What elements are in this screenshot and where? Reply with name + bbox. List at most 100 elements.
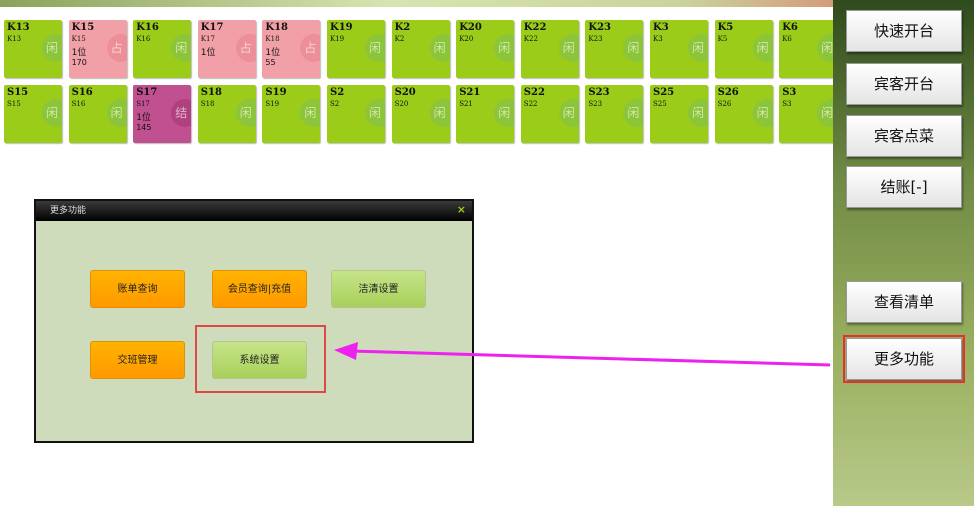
status-badge-icon: 占 — [106, 34, 127, 62]
table-code: K13 — [7, 35, 22, 43]
table-name: S15 — [7, 87, 29, 98]
checkout-button[interactable]: 结账[-] — [846, 166, 962, 208]
people-count: 1位 — [136, 113, 151, 123]
status-badge-icon: 闲 — [558, 34, 579, 62]
status-badge-icon: 闲 — [42, 99, 62, 127]
table-name: S22 — [523, 87, 545, 98]
table-name: K20 — [459, 22, 482, 33]
table-code: S26 — [717, 100, 732, 108]
table-name: S3 — [782, 87, 797, 98]
table-name: S23 — [588, 87, 610, 98]
table-name: K13 — [7, 22, 30, 33]
table-name: S20 — [394, 87, 416, 98]
table-name: S26 — [717, 87, 739, 98]
table-code: K19 — [330, 35, 345, 43]
table-code: S22 — [523, 100, 538, 108]
table-code: K2 — [394, 35, 405, 43]
table-code: K16 — [136, 35, 151, 43]
dialog-title: 更多功能 — [36, 201, 472, 221]
amount: 170 — [71, 58, 87, 67]
status-badge-icon: 闲 — [752, 34, 773, 62]
status-badge-icon: 闲 — [42, 34, 62, 62]
table-name: S16 — [71, 87, 93, 98]
table-code: K15 — [71, 35, 86, 43]
table-name: K18 — [265, 22, 288, 33]
table-code: K5 — [717, 35, 728, 43]
table-code: S20 — [394, 100, 409, 108]
status-badge-icon: 闲 — [429, 34, 450, 62]
status-badge-icon: 闲 — [235, 99, 256, 127]
top-banner — [0, 0, 974, 7]
status-badge-icon: 闲 — [106, 99, 127, 127]
table-name: K16 — [136, 22, 159, 33]
system-settings-button[interactable]: 系统设置 — [212, 341, 307, 379]
status-badge-icon: 闲 — [623, 99, 644, 127]
people-count: 1位 — [71, 48, 87, 58]
member-query-button[interactable]: 会员查询|充值 — [212, 270, 307, 308]
table-code: S25 — [653, 100, 667, 108]
sidebar: 快速开台 宾客开台 宾客点菜 结账[-] 查看清单 更多功能 — [833, 0, 974, 506]
table-name: S17 — [136, 87, 158, 98]
table-code: S2 — [330, 100, 340, 108]
status-badge-icon: 闲 — [817, 99, 838, 127]
view-list-button[interactable]: 查看清单 — [846, 281, 962, 323]
table-code: K17 — [200, 35, 215, 43]
table-code: S18 — [200, 100, 215, 108]
table-code: S15 — [7, 100, 21, 108]
guest-open-button[interactable]: 宾客开台 — [846, 63, 962, 105]
status-badge-icon: 闲 — [558, 99, 579, 127]
quick-open-button[interactable]: 快速开台 — [846, 10, 962, 52]
clean-settings-button[interactable]: 洁清设置 — [331, 270, 426, 308]
close-icon[interactable]: × — [456, 203, 466, 216]
guest-order-button[interactable]: 宾客点菜 — [846, 115, 962, 157]
table-code: S3 — [782, 100, 792, 108]
table-name: K2 — [394, 22, 411, 33]
table-name: S2 — [330, 87, 345, 98]
bill-query-button[interactable]: 账单查询 — [90, 270, 185, 308]
table-name: K22 — [523, 22, 547, 33]
amount: 55 — [265, 58, 276, 67]
status-badge-icon: 闲 — [817, 34, 838, 62]
more-functions-button[interactable]: 更多功能 — [843, 335, 965, 383]
table-code: K23 — [588, 35, 603, 43]
status-badge-icon: 闲 — [494, 34, 515, 62]
table-name: S25 — [653, 87, 675, 98]
table-code: S16 — [71, 100, 86, 108]
table-name: K19 — [330, 22, 353, 33]
status-badge-icon: 闲 — [300, 99, 321, 127]
shift-management-button[interactable]: 交班管理 — [90, 341, 185, 379]
table-code: K22 — [523, 35, 538, 43]
amount: 145 — [136, 123, 152, 132]
status-badge-icon: 闲 — [429, 99, 450, 127]
table-name: K23 — [588, 22, 611, 33]
status-badge-icon: 占 — [235, 34, 256, 62]
status-badge-icon: 闲 — [688, 99, 708, 127]
